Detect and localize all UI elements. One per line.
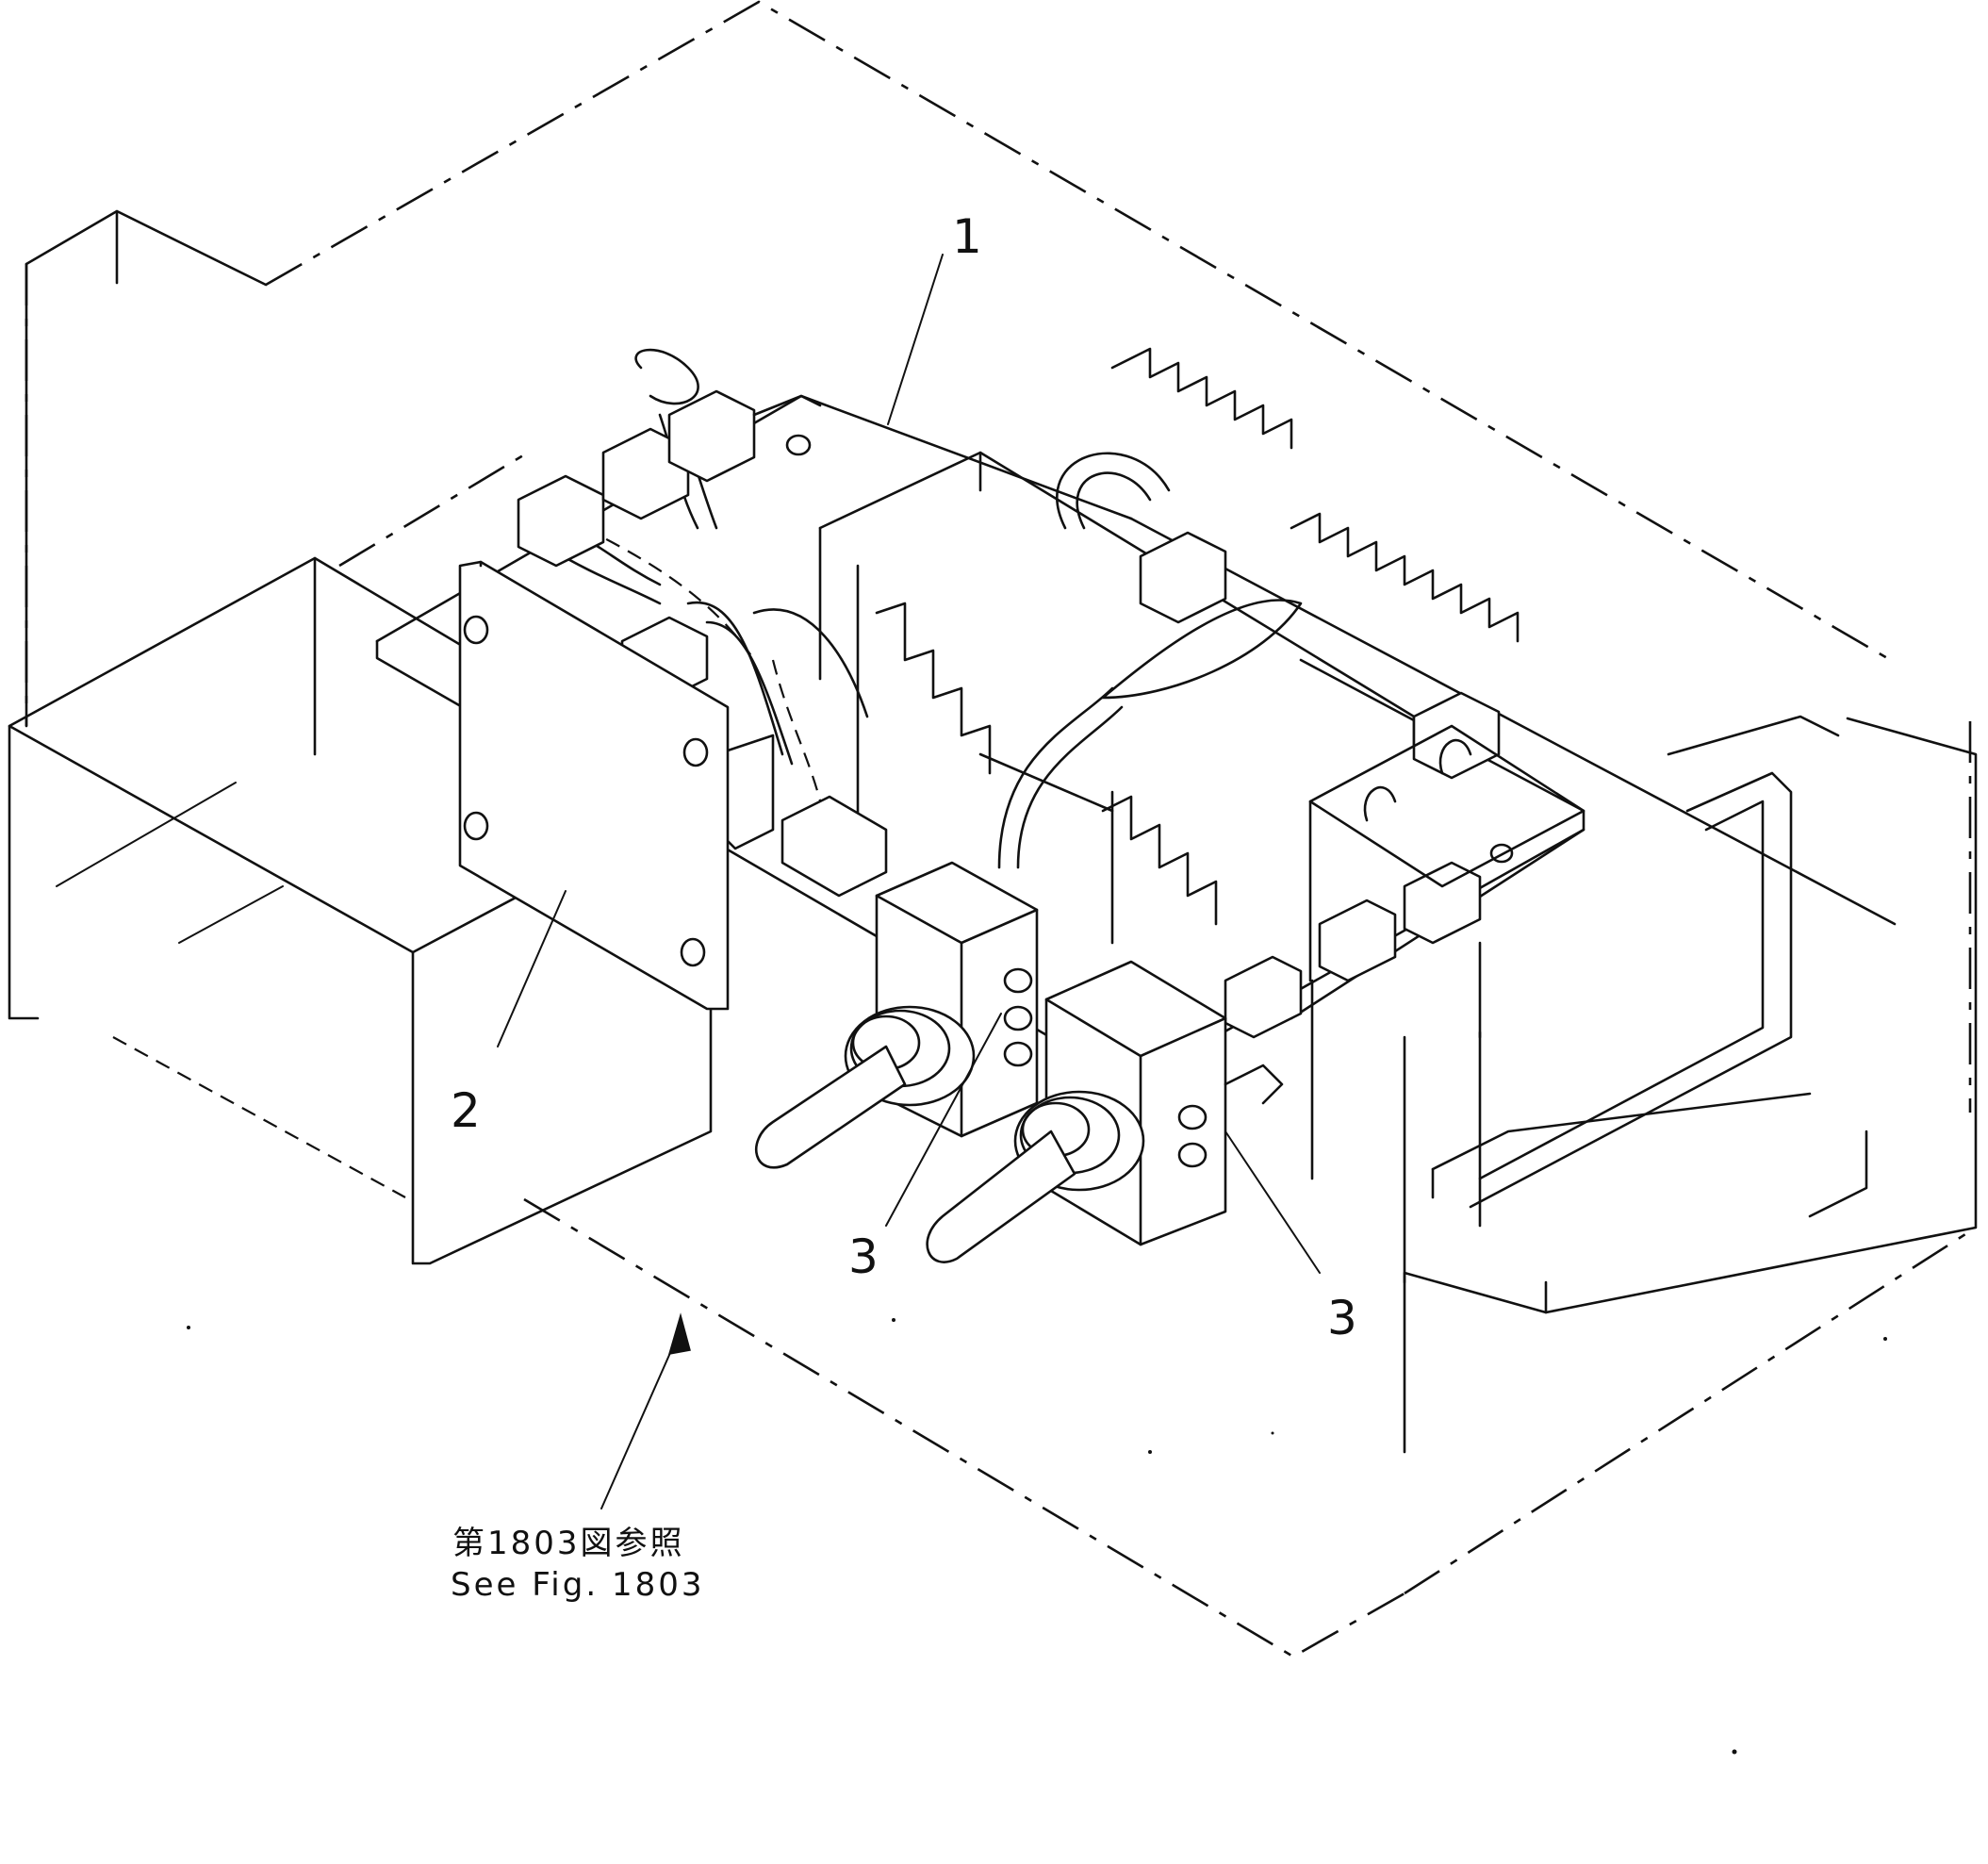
callout-2: 2 [451,1083,481,1138]
toggle-switch-left [755,861,1039,1169]
mounting-plate [458,560,730,1011]
enclosure-outline [25,0,1977,1658]
callout-3-right: 3 [1327,1291,1357,1345]
right-housing [1310,715,1978,1454]
left-housing [8,556,713,1265]
top-bracket [752,394,1514,864]
reference-note-en: See Fig. 1803 [451,1566,704,1604]
connectors [517,389,1501,1039]
leader-lines [497,254,1321,1509]
scan-specks [187,1318,1887,1755]
callout-3-left: 3 [848,1229,879,1284]
left-upper-bracket [25,209,268,728]
reference-note-jp: 第1803図参照 [452,1525,685,1562]
callout-1: 1 [952,209,982,264]
right-connector-board [1308,724,1585,982]
toggle-switch-right [926,960,1284,1263]
wiring-harness [545,348,1303,869]
